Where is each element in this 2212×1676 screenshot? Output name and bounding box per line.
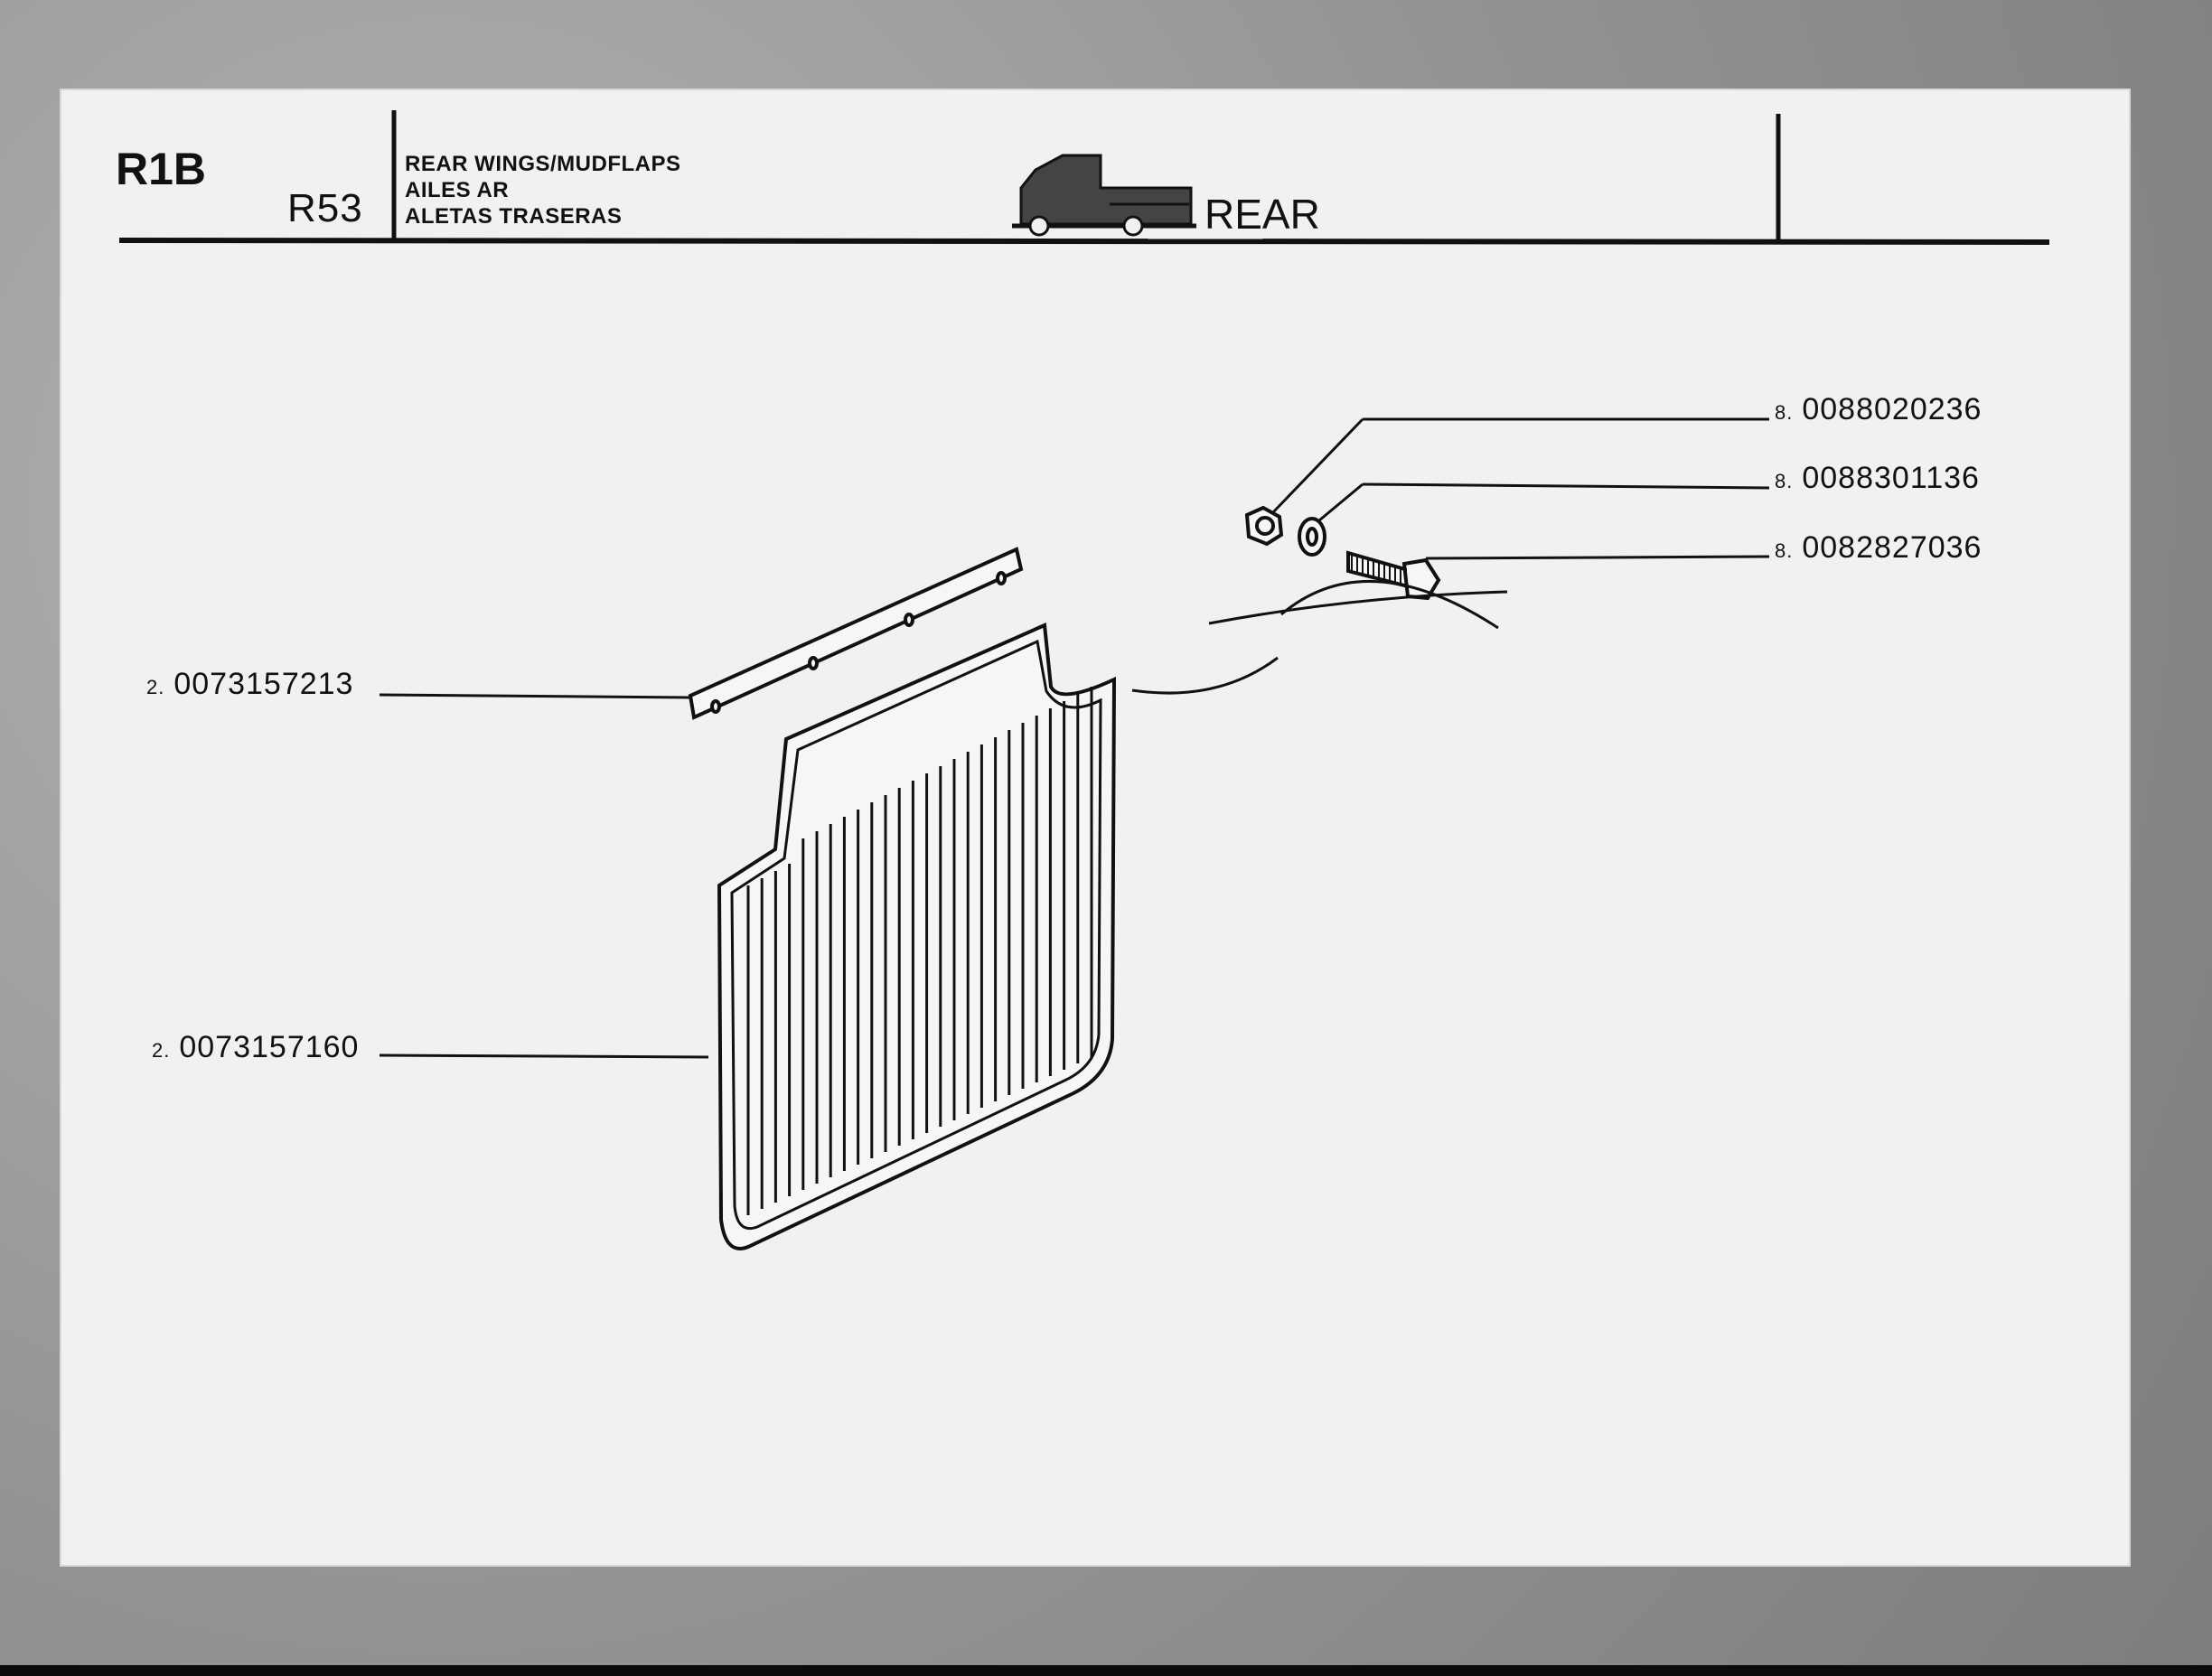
exploded-view-drawing: [118, 110, 2050, 1250]
leader-line: [1425, 555, 1770, 560]
washer-icon: [1298, 517, 1326, 557]
scan-edge: [0, 1665, 2212, 1676]
title-spanish: ALETAS TRASERAS: [405, 204, 623, 229]
callout-qty: 2.: [146, 676, 165, 698]
callout-nut: 8. 0088020236: [1775, 392, 1982, 427]
mudflap: [717, 623, 1117, 1250]
callout-bracket: 2. 0073157213: [146, 667, 353, 702]
parts-diagram-sheet: R1B R53 REAR WINGS/MUDFLAPS AILES AR ALE…: [61, 90, 2129, 1565]
mudflap-ribs: [746, 687, 1093, 1215]
part-number: 0088020236: [1802, 392, 1982, 426]
part-number: 0088301136: [1802, 461, 1980, 495]
detail-outline: [1280, 579, 1499, 630]
truck-icon: [1012, 154, 1196, 237]
leader-line: [1270, 417, 1364, 515]
detail-outline: [1208, 590, 1508, 625]
leader-line: [379, 693, 693, 699]
callout-mudflap: 2. 0073157160: [152, 1030, 359, 1065]
callout-washer: 8. 0088301136: [1775, 461, 1980, 496]
callout-qty: 2.: [152, 1039, 171, 1062]
part-number: 0073157160: [179, 1030, 360, 1064]
part-number: 0073157213: [173, 667, 354, 701]
callout-qty: 8.: [1775, 401, 1794, 424]
position-label: REAR: [1204, 191, 1320, 238]
section-code: R1B: [116, 144, 207, 194]
part-number: 0082827036: [1802, 530, 1982, 565]
leader-line: [1362, 482, 1770, 490]
nut-icon: [1244, 505, 1284, 547]
leader-line: [379, 1053, 709, 1059]
title-french: AILES AR: [405, 178, 510, 202]
callout-qty: 8.: [1775, 539, 1794, 562]
bolt-thread: [1351, 553, 1407, 586]
page-code: R53: [287, 186, 363, 230]
detail-connector: [1131, 656, 1279, 695]
bracket-strip: [688, 547, 1024, 720]
leader-line: [1318, 482, 1364, 522]
callout-qty: 8.: [1775, 470, 1794, 492]
title-english: REAR WINGS/MUDFLAPS: [405, 152, 681, 176]
callout-bolt: 8. 0082827036: [1775, 530, 1982, 566]
header-rule: [118, 238, 2050, 245]
